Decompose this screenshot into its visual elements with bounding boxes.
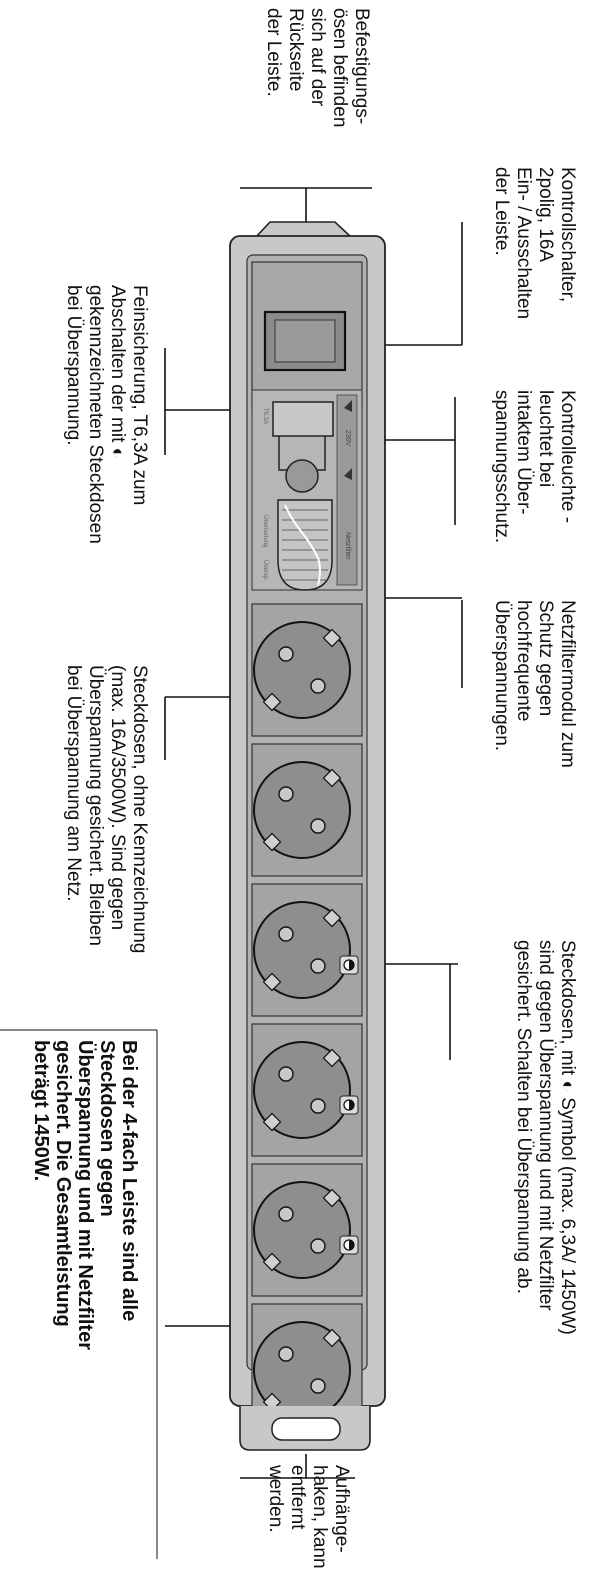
socket-5-ground-clip-1 bbox=[322, 1188, 342, 1208]
socket-6-pin-hole-1 bbox=[278, 1346, 294, 1362]
annotation-kontrollschalter: Kontrollschalter, 2polig, 16A Ein- / Aus… bbox=[491, 167, 578, 320]
control-lamp bbox=[285, 459, 319, 493]
socket-1-ground-clip-1 bbox=[322, 628, 342, 648]
socket-3-ground-clip-2 bbox=[262, 972, 282, 992]
socket-4-pin-hole-2 bbox=[310, 1098, 326, 1114]
socket-4-ground-clip-2 bbox=[262, 1112, 282, 1132]
panel-label-a: Überlastung bbox=[262, 515, 269, 547]
socket-6-ground-clip-1 bbox=[322, 1328, 342, 1348]
socket-3-pin-hole-2 bbox=[310, 958, 326, 974]
socket-4-ground-clip-1 bbox=[322, 1048, 342, 1068]
surge-icon-1 bbox=[344, 400, 352, 412]
socket-3 bbox=[253, 901, 351, 999]
socket-1-pin-hole-1 bbox=[278, 646, 294, 662]
annotation-steckdosen-ohne: Steckdosen, ohne Kennzeichnung (max. 16A… bbox=[63, 665, 150, 954]
socket-3-ground-clip-1 bbox=[322, 908, 342, 928]
panel-label-netzfilter: Netzfilter bbox=[344, 532, 351, 560]
protected-symbols bbox=[339, 955, 359, 1255]
annotation-befestigung: Befestigungs- ösen befinden sich auf der… bbox=[263, 8, 372, 128]
socket-4-pin-hole-1 bbox=[278, 1066, 294, 1082]
socket-5-ground-clip-2 bbox=[262, 1252, 282, 1272]
surge-icon-2 bbox=[344, 468, 352, 480]
annotation-steckdosen-mit: Steckdosen, mit ◐ Symbol (max. 6,3A/ 145… bbox=[513, 940, 578, 1335]
socket-2-ground-clip-1 bbox=[322, 768, 342, 788]
socket-6-pin-hole-2 bbox=[310, 1378, 326, 1394]
switch-inner bbox=[274, 319, 336, 363]
socket-1-ground-clip-2 bbox=[262, 692, 282, 712]
socket-1-pin-hole-2 bbox=[310, 678, 326, 694]
socket-2-pin-hole-2 bbox=[310, 818, 326, 834]
annotation-hinweis-bold: Bei der 4-fach Leiste sind alle Steckdos… bbox=[30, 1040, 140, 1350]
socket-2-ground-clip-2 bbox=[262, 832, 282, 852]
panel-label-strip bbox=[336, 394, 358, 586]
annotation-kontrollleuchte: Kontrolleuchte - leuchtet bei intaktem Ü… bbox=[491, 390, 578, 544]
panel-label-b: Übersp. bbox=[262, 560, 269, 581]
filter-curve bbox=[284, 504, 321, 586]
annotation-aufhaenge: Aufhänge- haken, kann entfernt werden. bbox=[265, 1465, 352, 1569]
socket-4 bbox=[253, 1041, 351, 1139]
panel-label-230v: 230V bbox=[344, 430, 351, 447]
hook-slot bbox=[271, 1417, 341, 1441]
socket-3-pin-hole-1 bbox=[278, 926, 294, 942]
socket-2 bbox=[253, 761, 351, 859]
socket-group bbox=[251, 603, 363, 1437]
fuse-holder bbox=[272, 401, 334, 437]
panel-label-fuse: T6,3A bbox=[262, 408, 268, 424]
socket-1 bbox=[253, 621, 351, 719]
socket-5 bbox=[253, 1181, 351, 1279]
filter-module bbox=[277, 499, 333, 591]
socket-5-pin-hole-1 bbox=[278, 1206, 294, 1222]
annotation-netzfilter: Netzfiltermodul zum Schutz gegen hochfre… bbox=[491, 600, 578, 768]
socket-2-pin-hole-1 bbox=[278, 786, 294, 802]
annotation-feinsicherung: Feinsicherung, T6,3A zum Abschalten der … bbox=[63, 285, 150, 544]
socket-5-pin-hole-2 bbox=[310, 1238, 326, 1254]
